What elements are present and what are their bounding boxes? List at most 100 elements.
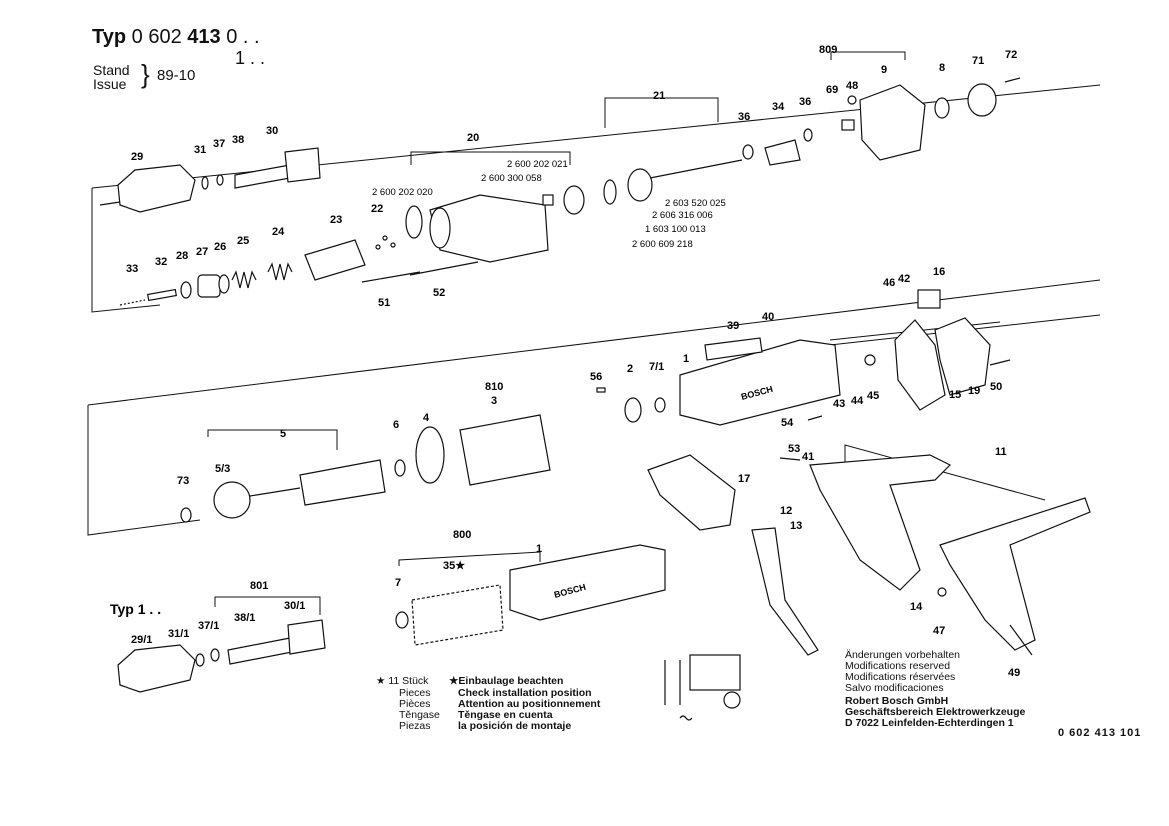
- drawing-number: 0 602 413 101: [1058, 727, 1142, 739]
- callout-37: 37: [213, 138, 225, 150]
- callout-3: 3: [491, 395, 497, 407]
- callout-33: 33: [126, 263, 138, 275]
- callout-22: 22: [371, 203, 383, 215]
- callout-32: 32: [155, 256, 167, 268]
- screw-54: [807, 415, 823, 421]
- cover-19: [934, 317, 991, 396]
- spring-33: [119, 299, 146, 306]
- callout-40: 40: [762, 311, 774, 323]
- typ1-label: Typ 1 . .: [110, 601, 161, 617]
- ball-22c: [375, 244, 381, 250]
- wiring-schematic: [664, 654, 741, 721]
- housing-800-assembly: [395, 544, 666, 646]
- bracket-20: [410, 151, 571, 165]
- typ-number-light: 0 602: [131, 26, 182, 48]
- callout-28: 28: [176, 250, 188, 262]
- callout-29-1: 29/1: [131, 634, 152, 646]
- legal-line-1: Änderungen vorbehalten: [845, 649, 961, 661]
- install-de: ★Einbaulage beachten: [449, 675, 564, 687]
- callout-31: 31: [194, 144, 206, 156]
- ring-4: [415, 426, 445, 484]
- frame-mid-band-left: [87, 405, 201, 536]
- handle-half-11: [939, 497, 1091, 651]
- bearing-8: [934, 97, 950, 119]
- callout-53: 53: [788, 443, 800, 455]
- ball-22b: [390, 242, 396, 248]
- bearing-6: [394, 459, 406, 477]
- plate-39: [704, 337, 763, 361]
- callout-801: 801: [250, 580, 268, 592]
- legal-line-6: Geschäftsbereich Elektrowerkzeuge: [845, 706, 1026, 718]
- pn-label-609218: 2 600 609 218: [632, 239, 693, 250]
- ring-37: [216, 174, 224, 186]
- bracket-801: [214, 596, 321, 615]
- callout-19: 19: [968, 385, 980, 397]
- callout-51: 51: [378, 297, 390, 309]
- callout-37-1: 37/1: [198, 620, 219, 632]
- housing-mouth: [429, 207, 451, 249]
- screw-49: [1009, 624, 1033, 656]
- install-fr: Attention au positionnement: [458, 698, 601, 710]
- count-line: ★ 11 Stück: [376, 675, 429, 687]
- callout-9: 9: [881, 64, 887, 76]
- part-number-labels: 2 600 202 021 2 600 202 020 2 600 300 05…: [372, 159, 726, 250]
- callout-54: 54: [781, 417, 794, 429]
- callout-71: 71: [972, 55, 984, 67]
- pn-label-316006: 2 606 316 006: [652, 210, 713, 221]
- callout-2: 2: [627, 363, 633, 375]
- chuck-29-1: [117, 644, 196, 693]
- screw-53: [779, 457, 801, 461]
- spring-24: [267, 262, 293, 281]
- motor-assembly: [180, 337, 841, 523]
- callout-27: 27: [196, 246, 208, 258]
- callout-14: 14: [910, 601, 923, 613]
- bearing-2: [624, 397, 642, 423]
- callout-16: 16: [933, 266, 945, 278]
- housing-20: [429, 194, 549, 263]
- typ-suffix: 0 . .: [226, 26, 260, 48]
- pn-label-100013: 1 603 100 013: [645, 224, 706, 235]
- callout-56: 56: [590, 371, 602, 383]
- callout-4: 4: [423, 412, 430, 424]
- callout-5: 5: [280, 428, 286, 440]
- callout-30-1: 30/1: [284, 600, 305, 612]
- callout-72: 72: [1005, 49, 1017, 61]
- chuck-tip: [99, 201, 121, 206]
- install-en: Check installation position: [458, 687, 592, 699]
- spring-25: [231, 270, 257, 289]
- ring-7: [395, 611, 409, 629]
- chuck-assembly-bottom: [117, 619, 326, 693]
- legal-line-5: Robert Bosch GmbH: [845, 695, 949, 707]
- pieces-fr: Pièces: [399, 698, 431, 710]
- screw-51: [361, 271, 421, 283]
- motor-housing-1: [679, 339, 841, 426]
- callout-17: 17: [738, 473, 750, 485]
- callout-31-1: 31/1: [168, 628, 189, 640]
- screw-48: [847, 95, 857, 105]
- bracket-5: [207, 429, 338, 450]
- ring-37-1: [210, 648, 220, 662]
- ring-36b: [803, 128, 813, 142]
- typ-number-bold: 413: [187, 26, 221, 48]
- callout-42: 42: [898, 273, 910, 285]
- callout-26: 26: [214, 241, 226, 253]
- part-27: [197, 274, 221, 298]
- callout-43: 43: [833, 398, 845, 410]
- pin-56: [596, 387, 606, 393]
- callout-69: 69: [826, 84, 838, 96]
- legal-line-4: Salvo modificaciones: [845, 682, 944, 694]
- screw-52: [409, 261, 479, 276]
- type-designation: Typ 0 602 413 0 . .: [92, 27, 260, 47]
- callout-800: 800: [453, 529, 471, 541]
- brace-glyph: }: [141, 59, 150, 89]
- callout-50: 50: [990, 381, 1002, 393]
- callout-23: 23: [330, 214, 342, 226]
- callout-46: 46: [883, 277, 895, 289]
- callout-1-mid: 1: [683, 353, 689, 365]
- spindle-head-30: [284, 147, 321, 183]
- pn-label-202021: 2 600 202 021: [507, 159, 568, 170]
- frame-top-band-left: [91, 188, 161, 313]
- sleeve-23: [304, 239, 366, 281]
